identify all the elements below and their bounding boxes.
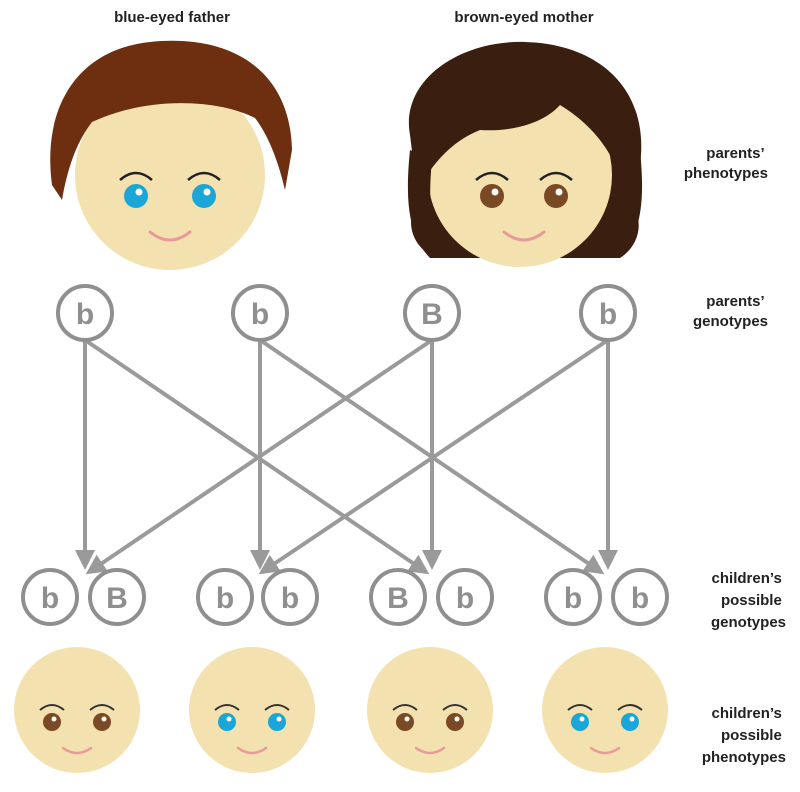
child-allele: b <box>544 568 602 626</box>
allele-letter: b <box>216 582 234 615</box>
child-face <box>542 647 668 773</box>
inheritance-arrow <box>85 338 434 575</box>
child-allele: b <box>261 568 319 626</box>
allele-letter: B <box>421 298 443 331</box>
child-allele: B <box>88 568 146 626</box>
parent-allele: B <box>403 284 461 342</box>
label-children-phenotypes: children’s possible phenotypes <box>702 705 786 766</box>
child-eye <box>396 713 414 731</box>
mother-face <box>407 41 643 267</box>
father-mouth <box>148 230 192 242</box>
child-allele: B <box>369 568 427 626</box>
allele-letter: B <box>106 582 128 615</box>
mother-label: brown-eyed mother <box>454 9 593 26</box>
allele-letter: b <box>251 298 269 331</box>
father-eyes <box>119 171 221 208</box>
child-eye <box>621 713 639 731</box>
parent-allele: b <box>579 284 637 342</box>
allele-letter: b <box>599 298 617 331</box>
allele-letter: b <box>631 582 649 615</box>
child-mouth <box>236 746 268 755</box>
child-allele: b <box>611 568 669 626</box>
child-eye <box>571 713 589 731</box>
child-face <box>189 647 315 773</box>
father-label: blue-eyed father <box>114 9 230 26</box>
child-allele: b <box>21 568 79 626</box>
child-mouth <box>414 746 446 755</box>
child-eye <box>93 713 111 731</box>
label-parents-genotypes: parents’ genotypes <box>693 293 768 330</box>
child-mouth <box>589 746 621 755</box>
child-face <box>14 647 140 773</box>
child-eye <box>268 713 286 731</box>
child-eye <box>43 713 61 731</box>
child-eye <box>446 713 464 731</box>
allele-letter: b <box>41 582 59 615</box>
allele-letter: b <box>456 582 474 615</box>
allele-letter: b <box>564 582 582 615</box>
child-mouth <box>61 746 93 755</box>
mother-hair-front <box>424 70 621 178</box>
father-hair <box>50 40 292 200</box>
parent-allele: b <box>56 284 114 342</box>
label-children-genotypes: children’s possible genotypes <box>711 570 786 631</box>
inheritance-arrow <box>258 338 610 575</box>
allele-letter: b <box>76 298 94 331</box>
child-face <box>367 647 493 773</box>
label-parents-phenotypes: parents’ phenotypes <box>684 145 768 182</box>
children-phenotypes <box>14 647 668 773</box>
inheritance-arrows <box>75 338 618 575</box>
allele-letter: b <box>281 582 299 615</box>
inheritance-arrow <box>83 338 430 575</box>
parent-allele: b <box>231 284 289 342</box>
child-eye <box>218 713 236 731</box>
father-face <box>50 40 292 270</box>
allele-letter: B <box>387 582 409 615</box>
child-allele: b <box>196 568 254 626</box>
mother-eyes <box>475 171 573 208</box>
child-allele: b <box>436 568 494 626</box>
mother-mouth <box>502 230 546 242</box>
